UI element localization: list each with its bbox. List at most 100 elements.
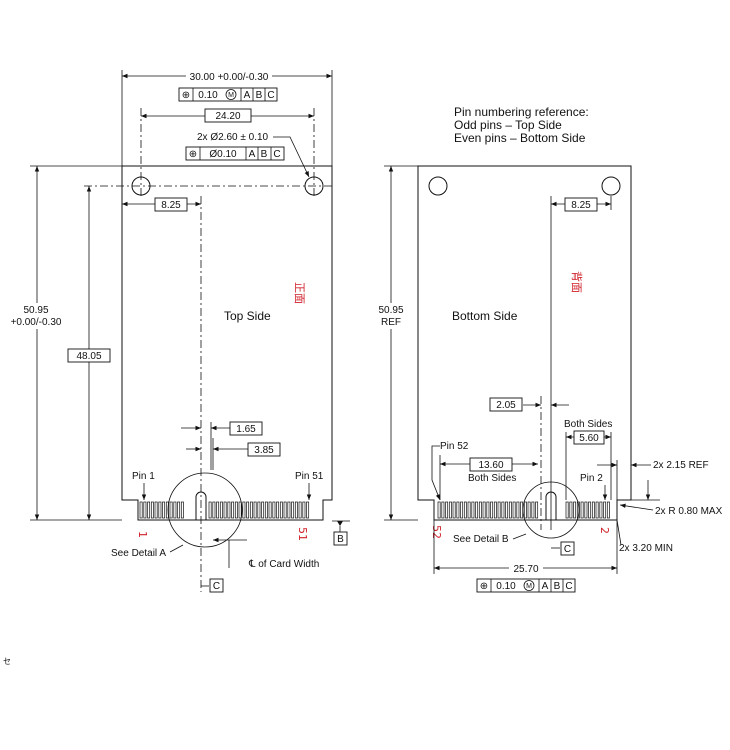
contact-pin <box>257 501 261 519</box>
contact-pin <box>471 501 475 519</box>
top-pins-left <box>139 501 184 519</box>
bottom-hole-left <box>428 176 448 196</box>
svg-text:⊕: ⊕ <box>480 581 488 592</box>
contact-pin <box>448 501 452 519</box>
contact-pin <box>516 501 520 519</box>
top-hole-spec: 2x Ø2.60 ± 0.10 <box>197 132 269 143</box>
contact-pin <box>283 501 287 519</box>
contact-pin <box>169 501 173 519</box>
top-pin51-label: Pin 51 <box>295 471 324 482</box>
bottom-hole-offset: 8.25 <box>571 200 591 211</box>
contact-pin <box>238 501 242 519</box>
contact-pin <box>463 501 467 519</box>
contact-pin <box>261 501 265 519</box>
contact-pin <box>223 501 227 519</box>
svg-text:⊕: ⊕ <box>182 90 190 101</box>
contact-pin <box>249 501 253 519</box>
bottom-hole-right <box>601 176 621 196</box>
contact-pin <box>452 501 456 519</box>
top-height-tol: +0.00/-0.30 <box>11 317 62 328</box>
contact-pin <box>497 501 501 519</box>
svg-text:A: A <box>244 90 251 101</box>
contact-pin <box>460 501 464 519</box>
contact-pin <box>212 501 216 519</box>
contact-pin <box>486 501 490 519</box>
top-width-dim: 30.00 +0.00/-0.30 <box>190 72 269 83</box>
contact-pin <box>588 501 592 519</box>
svg-text:C: C <box>267 90 274 101</box>
contact-pin <box>264 501 268 519</box>
contact-pin <box>279 501 283 519</box>
svg-text:⊕: ⊕ <box>189 149 197 160</box>
svg-text:A: A <box>249 149 256 160</box>
bottom-both-sides-bottom: Both Sides <box>468 473 516 484</box>
bottom-height-ref: REF <box>381 317 401 328</box>
contact-pin <box>298 501 302 519</box>
top-offset-b: 3.85 <box>254 445 274 456</box>
bottom-pins-left <box>437 501 539 519</box>
bottom-dim-560: 5.60 <box>579 433 599 444</box>
contact-pin <box>216 501 220 519</box>
contact-pin <box>180 501 184 519</box>
contact-pin <box>276 501 280 519</box>
contact-pin <box>154 501 158 519</box>
contact-pin <box>437 501 441 519</box>
contact-pin <box>150 501 154 519</box>
svg-text:B: B <box>554 581 561 592</box>
contact-pin <box>584 501 588 519</box>
pin-ref-line2: Odd pins – Top Side <box>454 118 562 132</box>
top-width-tolerance-frame: ⊕ 0.10 M A B C <box>178 87 278 102</box>
contact-pin <box>165 501 169 519</box>
top-detail-label: See Detail A <box>111 548 166 559</box>
contact-pin <box>445 501 449 519</box>
contact-pin <box>162 501 166 519</box>
contact-pin <box>523 501 527 519</box>
bottom-pins-right <box>565 501 610 519</box>
contact-pin <box>490 501 494 519</box>
bottom-view: Pin numbering reference: Odd pins – Top … <box>374 105 723 593</box>
contact-pin <box>227 501 231 519</box>
contact-pin <box>139 501 143 519</box>
contact-pin <box>482 501 486 519</box>
contact-pin <box>231 501 235 519</box>
pin-ref-line3: Even pins – Bottom Side <box>454 131 586 145</box>
top-pin1-label: Pin 1 <box>132 471 155 482</box>
contact-pin <box>268 501 272 519</box>
top-hole-spacing: 24.20 <box>215 111 240 122</box>
contact-pin <box>147 501 151 519</box>
svg-text:0.10: 0.10 <box>198 90 218 101</box>
contact-pin <box>603 501 607 519</box>
contact-pin <box>173 501 177 519</box>
contact-pin <box>505 501 509 519</box>
contact-pin <box>177 501 181 519</box>
top-hole-offset: 8.25 <box>161 200 181 211</box>
contact-pin <box>520 501 524 519</box>
top-chinese-label: 正面 <box>293 282 306 304</box>
bottom-pin52-label: Pin 52 <box>440 441 469 452</box>
contact-pin <box>565 501 569 519</box>
bottom-side-label: Bottom Side <box>452 309 518 323</box>
svg-text:C: C <box>273 149 280 160</box>
bottom-ref-radius: 2x R 0.80 MAX <box>655 506 723 517</box>
bottom-both-sides-top: Both Sides <box>564 419 612 430</box>
contact-pin <box>501 501 505 519</box>
contact-pin <box>478 501 482 519</box>
svg-text:M: M <box>526 583 532 590</box>
svg-text:B: B <box>261 149 268 160</box>
contact-pin <box>475 501 479 519</box>
top-side-label: Top Side <box>224 309 271 323</box>
bottom-detail-label: See Detail B <box>453 534 509 545</box>
contact-pin <box>253 501 257 519</box>
top-red-num-right: 51 <box>296 527 309 541</box>
top-datum-b: B <box>337 534 344 545</box>
contact-pin <box>467 501 471 519</box>
contact-pin <box>143 501 147 519</box>
contact-pin <box>272 501 276 519</box>
contact-pin <box>287 501 291 519</box>
contact-pin <box>493 501 497 519</box>
bottom-height-dim: 50.95 <box>378 305 403 316</box>
bottom-chinese-label: 背面 <box>570 271 584 293</box>
bottom-card-outline <box>417 165 632 521</box>
contact-pin <box>512 501 516 519</box>
